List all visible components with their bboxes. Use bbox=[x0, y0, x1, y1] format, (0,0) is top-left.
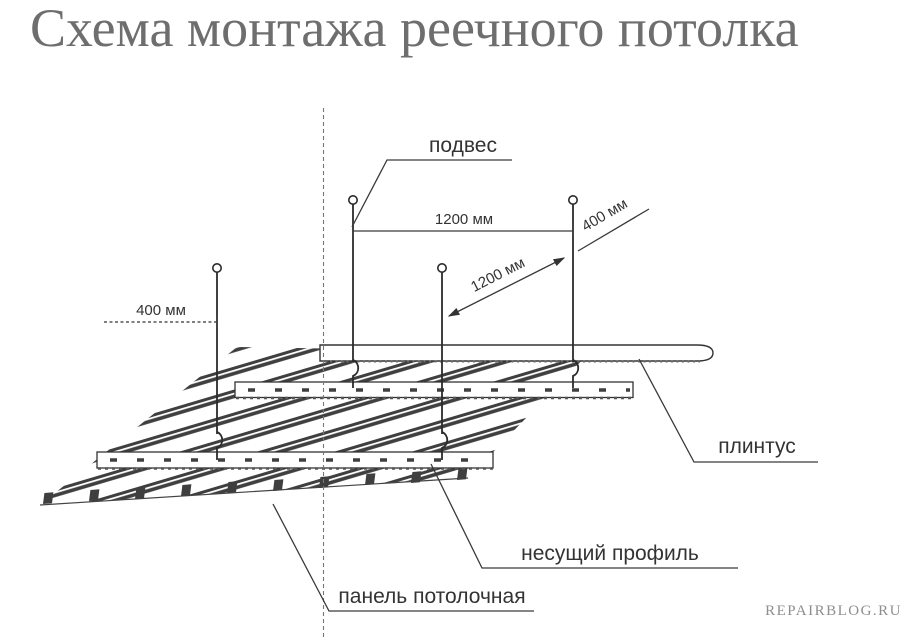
dim-1200-top-label: 1200 мм bbox=[435, 211, 493, 228]
plinth-label: плинтус bbox=[718, 435, 796, 458]
hanger-wire-middle bbox=[436, 262, 449, 460]
dim-1200-diagonal-label: 1200 мм bbox=[468, 254, 528, 296]
dim-400-left-label: 400 мм bbox=[136, 302, 186, 319]
slat-panel-field bbox=[40, 347, 589, 505]
plinth-bar bbox=[319, 344, 714, 363]
dim-400-right: 400 мм bbox=[577, 195, 650, 252]
leader-hanger: подвес bbox=[351, 134, 512, 228]
panel-front-edge-line bbox=[39, 477, 469, 506]
hanger-top-circle bbox=[212, 262, 223, 273]
dim-400-right-label: 400 мм bbox=[579, 195, 631, 235]
page-title: Схема монтажа реечного потолка bbox=[30, 0, 799, 58]
hanger-wire-left bbox=[212, 262, 224, 460]
hanger-label: подвес bbox=[429, 134, 497, 157]
dim-1200-top: 1200 мм bbox=[352, 211, 574, 237]
hanger-top-circle bbox=[436, 262, 447, 273]
dim-1200-diagonal: 1200 мм bbox=[447, 254, 566, 317]
leader-carrier-profile: несущий профиль bbox=[430, 463, 738, 569]
carrier-profile-back bbox=[234, 381, 634, 400]
carrier-profile-label: несущий профиль bbox=[521, 542, 699, 565]
dim-400-left: 400 мм bbox=[104, 302, 218, 329]
watermark: REPAIRBLOG.RU bbox=[765, 603, 902, 619]
carrier-profile-front bbox=[96, 451, 494, 470]
hanger-top-circle bbox=[347, 195, 358, 206]
ceiling-panel-label: панель потолочная bbox=[338, 585, 525, 608]
leader-ceiling-panel: панель потолочная bbox=[272, 503, 534, 612]
leader-plinth: плинтус bbox=[638, 358, 818, 463]
hanger-top-circle bbox=[567, 195, 578, 206]
